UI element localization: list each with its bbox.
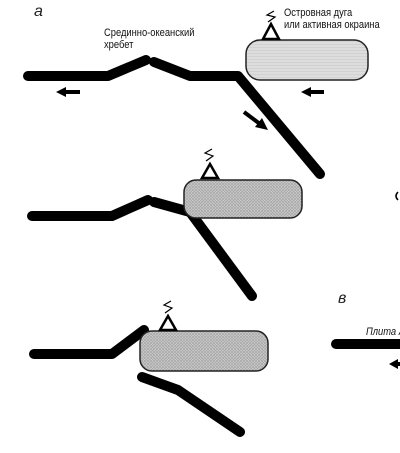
ridge-label-line-1: Срединно-океанский	[104, 27, 195, 39]
motion-arrow-icon	[389, 359, 400, 369]
panel-label-v: в	[338, 290, 347, 307]
volcano-triangle-icon	[157, 300, 179, 332]
partial-mark	[395, 191, 399, 201]
stage-2	[27, 148, 303, 301]
panel-v-fragment	[331, 191, 400, 369]
right-plate-stage-1	[149, 57, 325, 179]
motion-arrow-icon	[301, 87, 324, 97]
arc-label-line-1: Островная дуга	[284, 7, 353, 19]
ridge-label-line-2: хребет	[104, 39, 134, 51]
panel-label-a: а	[34, 3, 43, 20]
stage-3	[29, 300, 269, 437]
left-plate-stage-2	[27, 195, 153, 221]
stage-1	[23, 10, 369, 179]
island-arc-block-stage-3	[139, 330, 269, 372]
right-plate-stage-3	[137, 372, 245, 437]
motion-arrow-icon	[56, 87, 80, 97]
left-plate-stage-1	[23, 55, 151, 81]
volcano-triangle-icon	[260, 10, 282, 41]
island-arc-block-stage-2	[183, 179, 303, 219]
plate-a-label: Плита А	[366, 326, 400, 338]
island-arc-label: Островная дуга или активная окраина	[284, 7, 380, 31]
left-plate-stage-3	[29, 325, 149, 359]
mid-ocean-ridge-label: Срединно-океанский хребет	[104, 27, 194, 51]
volcano-triangle-icon	[199, 148, 221, 180]
motion-arrow-icon	[242, 110, 268, 130]
arc-label-line-2: или активная окраина	[284, 19, 380, 31]
island-arc-block-stage-1	[245, 39, 369, 81]
